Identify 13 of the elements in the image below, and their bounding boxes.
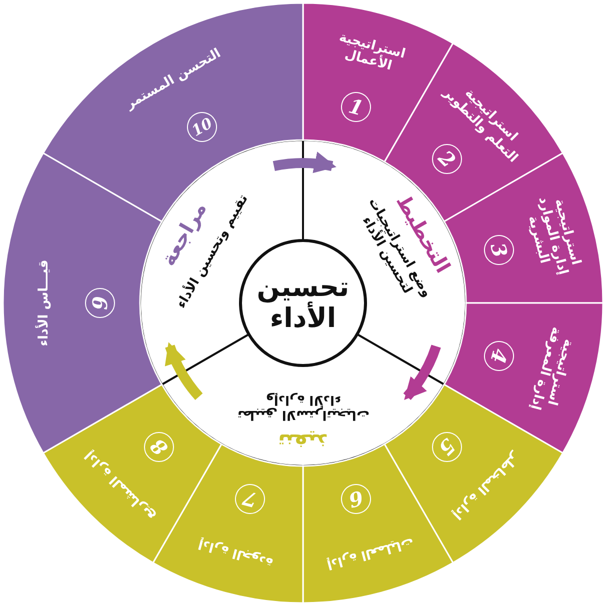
center-title: تحسين الأداء xyxy=(256,272,350,334)
cycle-arrow xyxy=(165,342,203,400)
sector-heading: تنفيذ xyxy=(277,430,329,452)
segment-label: إدارة الجودة xyxy=(196,535,276,572)
segment-label: قيـــاس الأداء xyxy=(38,258,52,348)
step-number: 9 xyxy=(85,288,115,318)
cycle-arrow xyxy=(403,344,441,400)
segment-label: استراتيجية إدارة المعرفة xyxy=(526,324,578,414)
segment-label: إدارة العمليات xyxy=(324,533,416,572)
sector-text: تطبيق الاستراتيجيات وإدارة الأداء xyxy=(236,391,370,421)
segment-label: استراتيجية الأعمال xyxy=(336,28,408,76)
segment-label: استراتيجية إدارة الموارد البشرية xyxy=(524,194,585,279)
cycle-arrow xyxy=(273,152,336,174)
